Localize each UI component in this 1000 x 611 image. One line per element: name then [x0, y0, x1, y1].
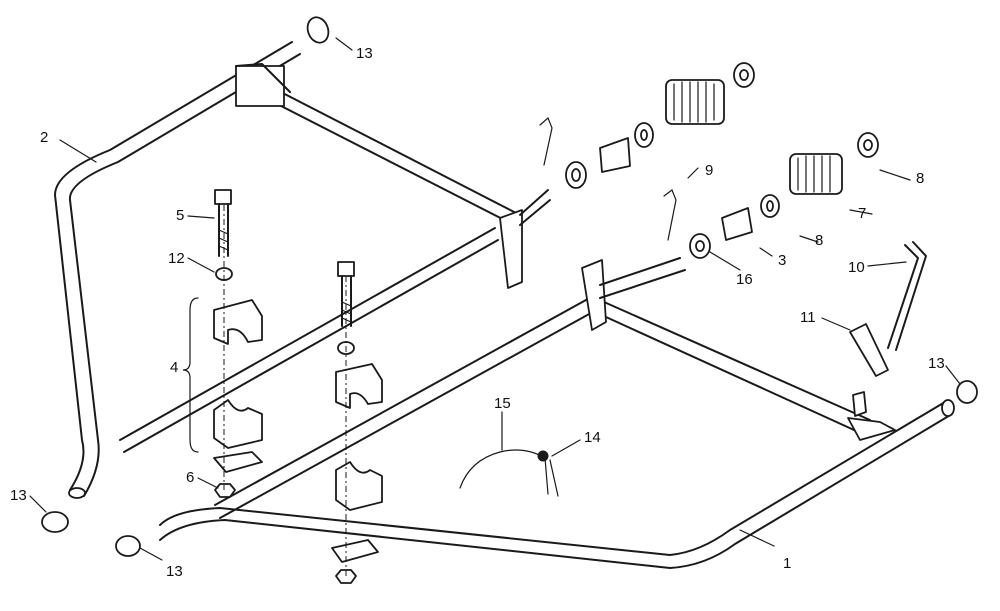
cable-part-15 [459, 449, 546, 489]
callout-15: 15 [494, 395, 511, 412]
callout-4: 4 [170, 359, 178, 376]
callout-2: 2 [40, 129, 48, 146]
callout-11: 11 [800, 309, 816, 326]
callout-8-right: 8 [916, 170, 924, 187]
end-cap-part-13-bottom [115, 535, 141, 557]
callout-12: 12 [168, 250, 185, 267]
callout-6: 6 [186, 469, 194, 486]
frame-part-2 [54, 41, 551, 499]
callout-9: 9 [705, 162, 713, 179]
bracket-part-11 [849, 323, 889, 377]
leader-lines [29, 37, 961, 561]
callout-13-bottom: 13 [166, 563, 183, 580]
callout-labels: 1 2 3 4 5 6 7 8 8 9 10 11 12 13 13 13 13… [10, 45, 945, 580]
nut-part-6 [214, 483, 236, 498]
rod-part-10 [887, 244, 919, 349]
callout-8-lower: 8 [815, 232, 823, 249]
bolt-second [337, 261, 355, 327]
callout-14: 14 [584, 429, 601, 446]
frame-part-1 [159, 257, 955, 569]
clamp-set-part-4 [213, 299, 383, 563]
group-brace-4 [182, 297, 199, 453]
callout-13-left: 13 [10, 487, 27, 504]
callout-1: 1 [783, 555, 791, 572]
lower-spring-assembly [663, 132, 879, 259]
bolt-part-5 [214, 189, 232, 257]
callout-10: 10 [848, 259, 865, 276]
clip-part-14 [537, 450, 549, 462]
callout-7: 7 [858, 205, 866, 222]
end-cap-part-13-top [306, 16, 330, 44]
callout-13-top: 13 [356, 45, 373, 62]
upper-spring-assembly [539, 62, 755, 189]
end-cap-part-13-right [956, 380, 978, 404]
callout-5: 5 [176, 207, 184, 224]
callout-3: 3 [778, 252, 786, 269]
callout-13-right: 13 [928, 355, 945, 372]
nut-second [335, 569, 357, 584]
end-cap-part-13-left [41, 511, 69, 533]
callout-16: 16 [736, 271, 753, 288]
